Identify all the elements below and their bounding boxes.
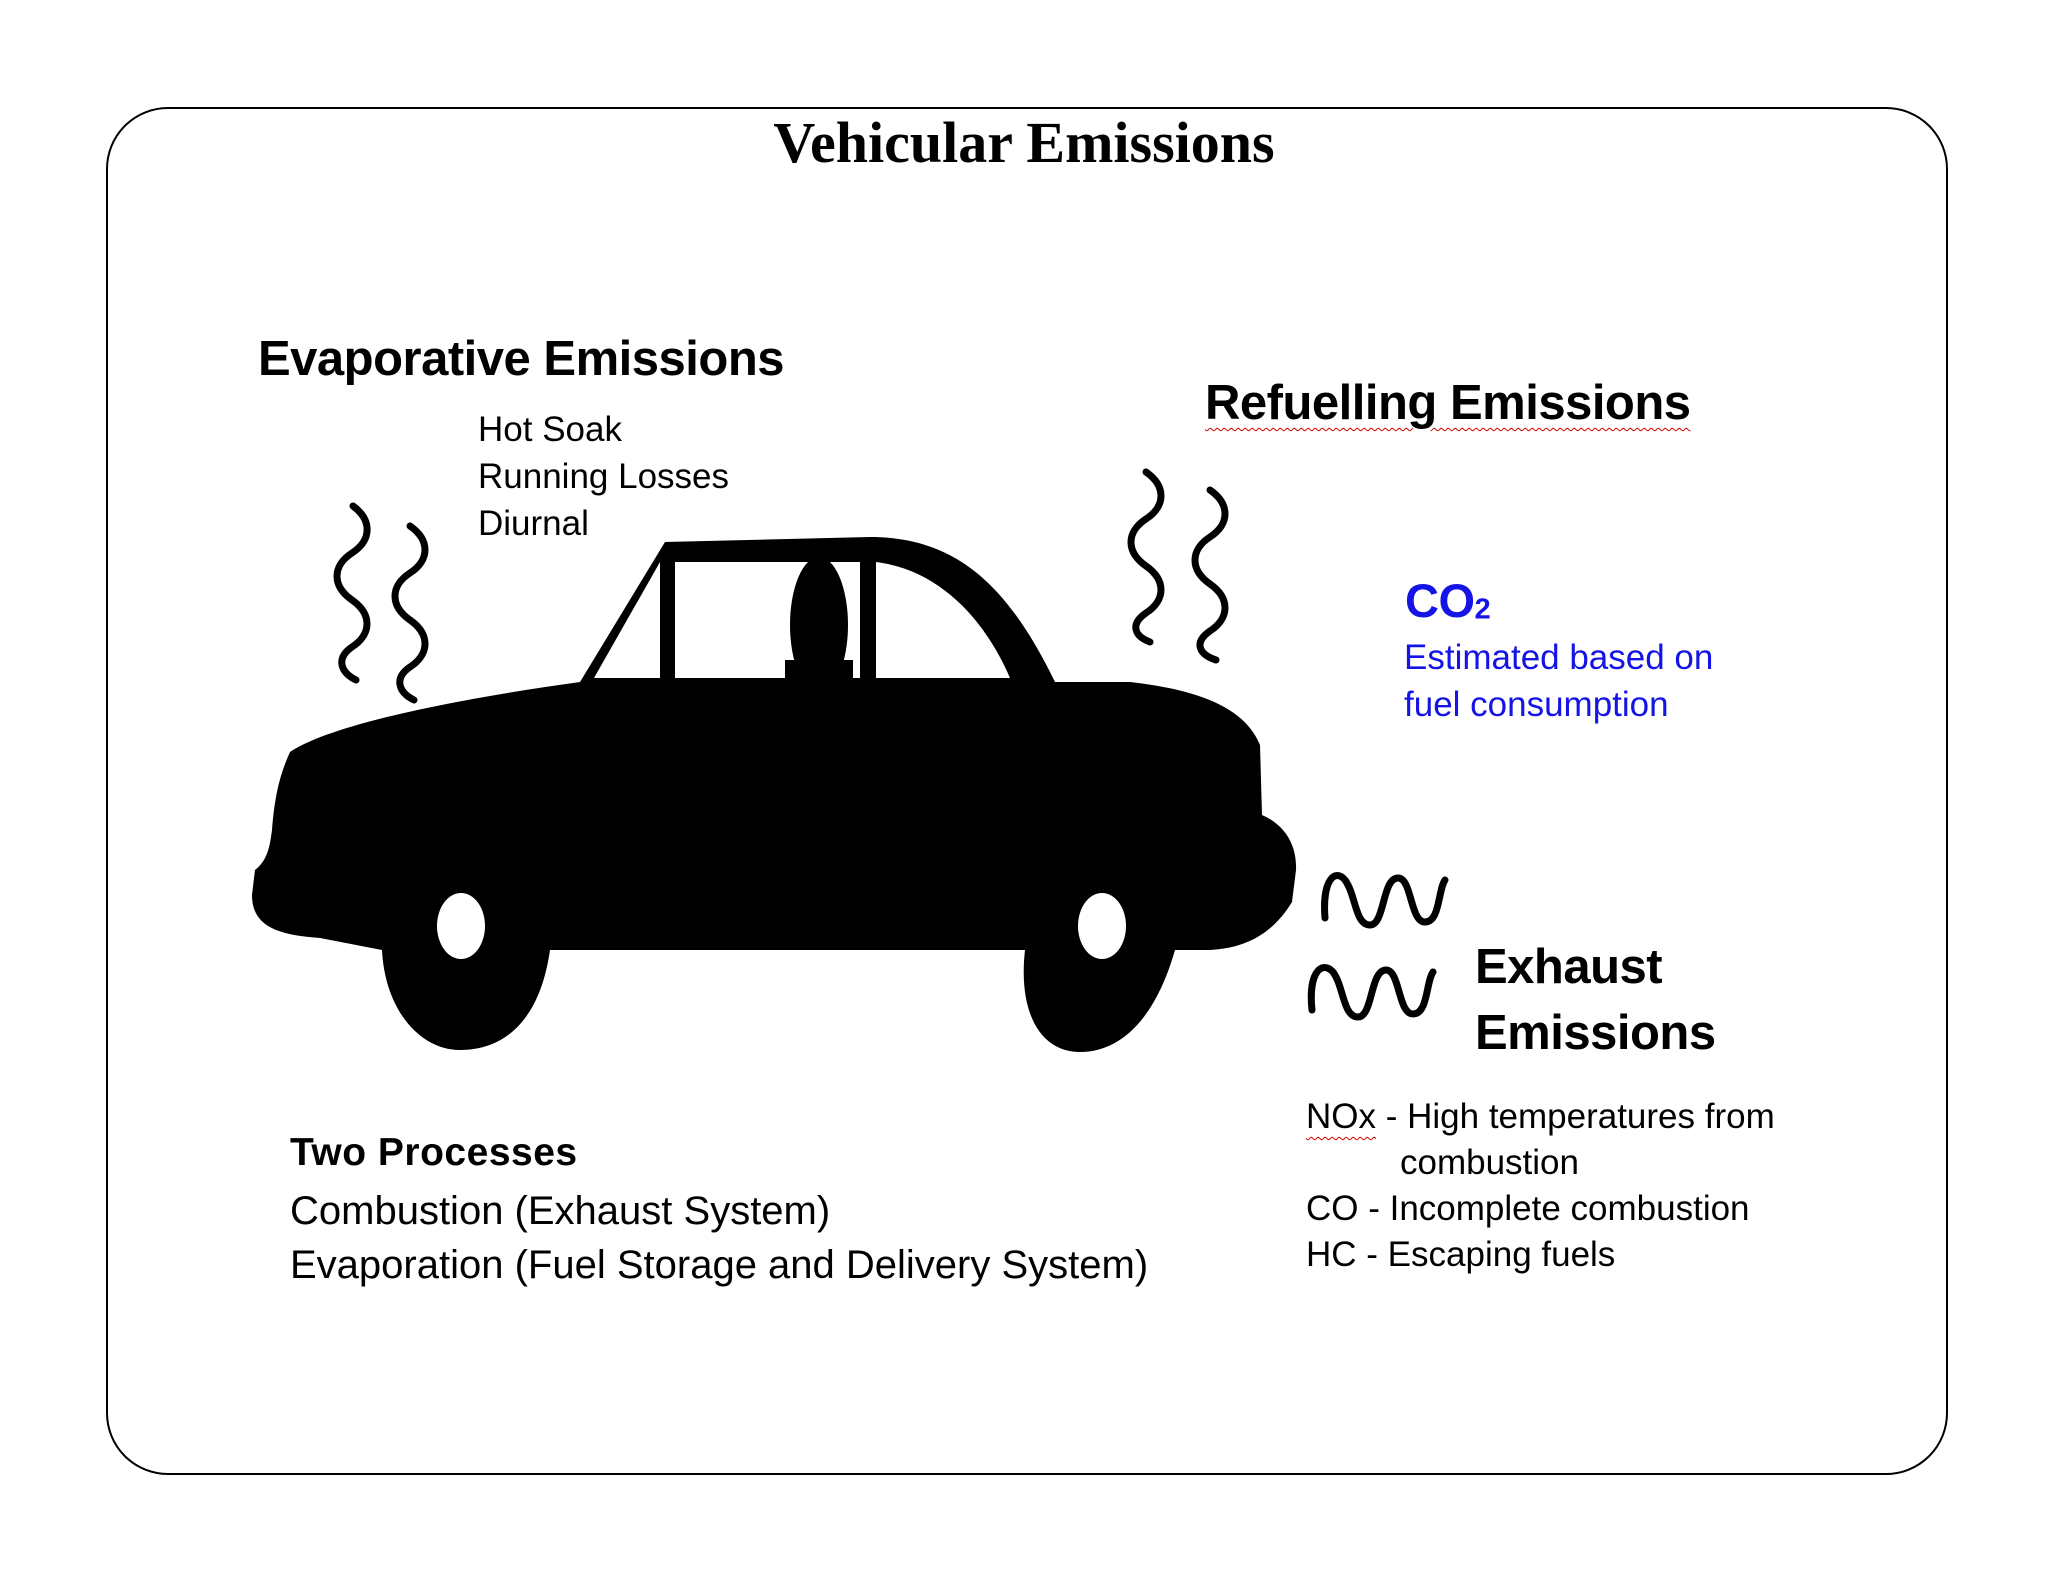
car-front-window [594, 562, 660, 678]
car-rear-window [876, 562, 1010, 678]
front-wheel-hub [437, 893, 485, 959]
diagram-frame [106, 107, 1948, 1475]
refuelling-word: Refuelling Emissions [1205, 376, 1691, 430]
exhaust-emissions-list: NOx - High temperatures from combustion … [1306, 1094, 1775, 1278]
exhaust-heading-line1: Exhaust [1475, 940, 1663, 994]
list-item: combustion [1400, 1143, 1579, 1182]
list-item: Running Losses [478, 457, 729, 496]
two-processes-list: Combustion (Exhaust System) Evaporation … [290, 1184, 1148, 1292]
hc-description: Escaping fuels [1387, 1235, 1616, 1274]
exhaust-wave-icon [1307, 872, 1449, 1021]
list-item: Hot Soak [478, 410, 622, 449]
driver-silhouette [790, 557, 848, 693]
two-processes-heading: Two Processes [290, 1131, 578, 1174]
list-item: Combustion (Exhaust System) [290, 1189, 831, 1233]
page-title: Vehicular Emissions [773, 110, 1275, 175]
list-item: CO - Incomplete combustion [1306, 1186, 1775, 1232]
rear-wheel-hub [1078, 893, 1126, 959]
exhaust-emissions-heading: Exhaust Emissions [1475, 934, 1716, 1066]
exhaust-heading-line2: Emissions [1475, 1006, 1716, 1060]
nox-description: High temperatures from [1407, 1097, 1775, 1136]
list-item: NOx - High temperatures from [1306, 1094, 1775, 1140]
separator: - [1358, 1189, 1390, 1228]
list-item: HC - Escaping fuels [1306, 1232, 1775, 1278]
evaporative-emissions-list: Hot Soak Running Losses Diurnal [478, 406, 729, 547]
hc-label: HC [1306, 1235, 1357, 1274]
co2-label: CO2 [1405, 572, 1491, 638]
car-silhouette-icon [252, 537, 1297, 1052]
co-label: CO [1306, 1189, 1359, 1228]
co2-subscript: 2 [1474, 593, 1491, 626]
fume-wave-icon [333, 502, 429, 704]
co-description: Incomplete combustion [1389, 1189, 1750, 1228]
co2-description: Estimated based on fuel consumption [1404, 634, 1713, 728]
list-item: Evaporation (Fuel Storage and Delivery S… [290, 1243, 1149, 1287]
refuel-fume-wave-icon [1127, 468, 1229, 664]
evaporative-emissions-heading: Evaporative Emissions [258, 332, 785, 386]
nox-label: NOx [1306, 1097, 1376, 1136]
list-item: Estimated based on [1404, 638, 1714, 677]
refuelling-emissions-heading: Refuelling Emissions [1205, 374, 1691, 432]
separator: - [1356, 1235, 1388, 1274]
list-item: Diurnal [478, 504, 589, 543]
list-item: fuel consumption [1404, 685, 1669, 724]
co2-text: CO [1405, 574, 1475, 627]
separator: - [1376, 1097, 1408, 1136]
